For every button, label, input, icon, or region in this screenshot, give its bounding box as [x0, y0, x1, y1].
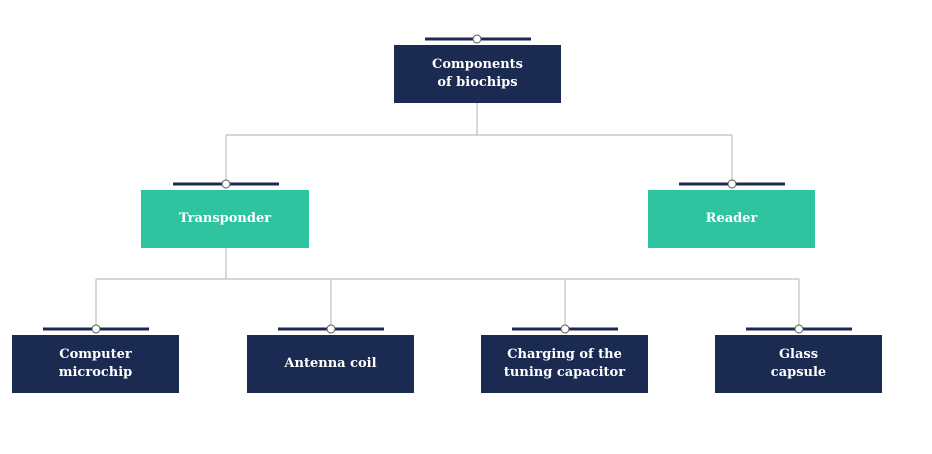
handle-root — [472, 34, 482, 44]
node-label: Charging of the tuning capacitor — [503, 347, 626, 380]
handle-transponder — [221, 179, 231, 189]
node-label: Computer microchip — [58, 347, 133, 380]
handle-reader — [727, 179, 737, 189]
node-antenna-coil: Antenna coil — [247, 335, 414, 393]
node-computer-microchip: Computer microchip — [12, 335, 179, 393]
handle-antenna-coil — [326, 324, 336, 334]
node-label: Glass capsule — [770, 347, 827, 380]
node-reader: Reader — [648, 190, 815, 248]
node-charging-tuning-capacitor: Charging of the tuning capacitor — [481, 335, 648, 393]
node-label: Transponder — [178, 211, 272, 226]
node-label: Antenna coil — [284, 356, 377, 371]
node-label: Components of biochips — [431, 57, 524, 90]
node-label: Reader — [705, 211, 758, 226]
node-components-of-biochips: Components of biochips — [394, 45, 561, 103]
handle-tuning-capacitor — [560, 324, 570, 334]
connector-lines — [95, 103, 800, 329]
node-glass-capsule: Glass capsule — [715, 335, 882, 393]
handle-glass-capsule — [794, 324, 804, 334]
handle-computer-microchip — [91, 324, 101, 334]
node-transponder: Transponder — [141, 190, 309, 248]
node-top-bars — [43, 34, 852, 334]
